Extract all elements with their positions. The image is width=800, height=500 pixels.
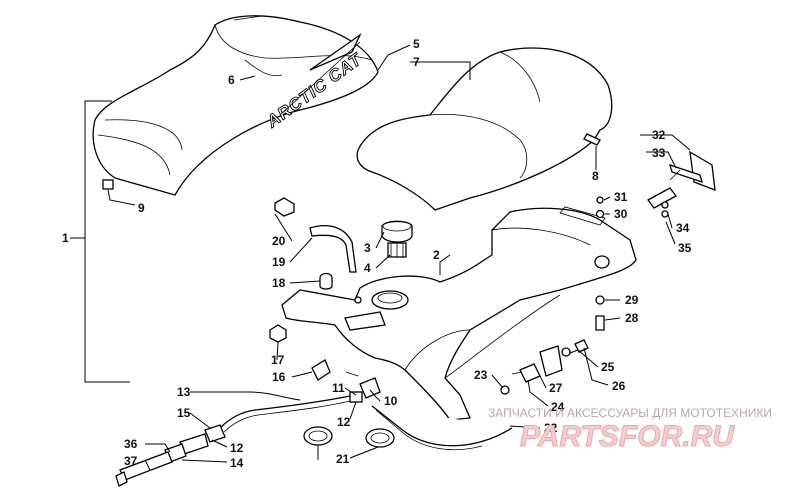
callout-4: 4: [364, 261, 371, 275]
callout-19: 19: [272, 255, 286, 269]
gas-cap: [381, 220, 413, 258]
callout-30: 30: [614, 207, 628, 221]
seat-assembly: ARCTIC CAT: [92, 15, 379, 196]
latch-assembly: [647, 150, 716, 218]
callout-22: 22: [544, 421, 558, 435]
callout-5: 5: [413, 37, 420, 51]
callout-16: 16: [272, 370, 286, 384]
callout-37: 37: [124, 454, 138, 468]
callout-7: 7: [413, 55, 420, 69]
callout-29: 29: [625, 293, 639, 307]
callout-14: 14: [230, 456, 244, 470]
callout-31: 31: [614, 190, 628, 204]
watermark-subtitle: ЗАПЧАСТИ И АКСЕССУАРЫ ДЛЯ МОТОТЕХНИКИ: [488, 406, 772, 420]
callout-20: 20: [272, 234, 286, 248]
callout-1: 1: [62, 231, 69, 245]
callout-18: 18: [272, 276, 286, 290]
callout-17: 17: [271, 353, 285, 367]
callout-21: 21: [336, 452, 350, 466]
callout-27: 27: [549, 381, 563, 395]
grommet-18: [319, 272, 333, 290]
hose-clamps: [303, 426, 395, 448]
callout-12a: 12: [337, 415, 351, 429]
callout-13: 13: [177, 385, 191, 399]
washer-29: [595, 295, 605, 305]
callout-36: 36: [124, 437, 138, 451]
callout-26: 26: [612, 379, 626, 393]
washer-30: [595, 209, 605, 219]
group-bracket: [84, 100, 130, 383]
callout-12b: 12: [230, 441, 244, 455]
fuel-valve: [345, 371, 381, 403]
callout-labels: 1 2 3 4 5 6 7 8 9 10 11 12 12 13 14 15 1…: [62, 37, 692, 470]
leader-lines: [107, 44, 691, 471]
fuel-line: [115, 395, 351, 487]
callout-24: 24: [551, 400, 565, 414]
callout-2: 2: [433, 248, 440, 262]
watermark-logo: PARTSFOR.RU: [520, 420, 735, 453]
bracket-16: [311, 359, 331, 381]
callout-28: 28: [625, 311, 639, 325]
callout-34: 34: [676, 221, 690, 235]
screw-28: [595, 315, 605, 331]
callout-8: 8: [592, 169, 599, 183]
callout-3: 3: [364, 241, 371, 255]
fuel-sensor: [500, 339, 589, 395]
callout-32: 32: [652, 128, 666, 142]
callout-35: 35: [678, 241, 692, 255]
callout-15: 15: [177, 406, 191, 420]
callout-10: 10: [384, 394, 398, 408]
callout-25: 25: [601, 360, 615, 374]
callout-23: 23: [474, 368, 488, 382]
seat-cushion: [356, 47, 613, 211]
screw-31: [596, 196, 604, 204]
sender-wire: [371, 405, 513, 447]
fuel-tank-body: [281, 206, 637, 421]
vent-hose: [274, 197, 357, 273]
clip-17: [269, 324, 287, 343]
callout-9: 9: [138, 201, 145, 215]
callout-33: 33: [652, 146, 666, 160]
callout-6: 6: [228, 73, 235, 87]
callout-11: 11: [332, 381, 345, 395]
